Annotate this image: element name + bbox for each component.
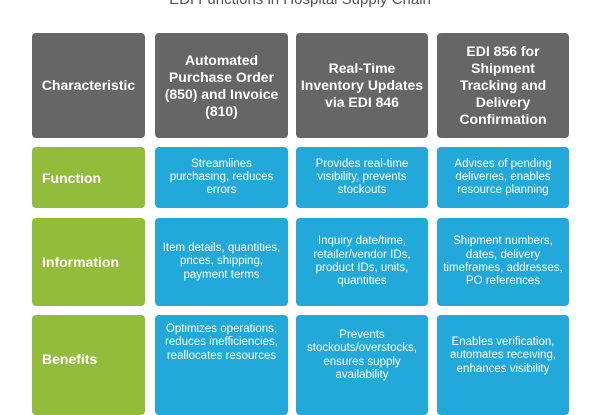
header-shipment-tracking: EDI 856 for Shipment Tracking and Delive… [437,33,569,138]
table-cell: Inquiry date/time, retailer/vendor IDs, … [296,218,428,306]
row-label-function: Function [32,147,145,208]
header-characteristic: Characteristic [32,33,145,138]
row-label-information: Information [32,218,145,306]
table-cell: Shipment numbers, dates, delivery timefr… [437,218,569,306]
table-cell: Advises of pending deliveries, enables r… [437,147,569,208]
header-inventory-updates: Real-Time Inventory Updates via EDI 846 [296,33,428,138]
table-cell: Streamlines purchasing, reduces errors [155,147,288,208]
diagram-title: EDI Functions in Hospital Supply Chain [0,0,600,8]
table-cell: Item details, quantities, prices, shippi… [155,218,288,306]
header-purchase-order: Automated Purchase Order (850) and Invoi… [155,33,288,138]
row-label-benefits: Benefits [32,315,145,415]
table-cell: Enables verification, automates receivin… [437,315,569,415]
table-cell: Prevents stockouts/overstocks, ensures s… [296,315,428,415]
table-cell: Provides real-time visibility, prevents … [296,147,428,208]
table-cell: Optimizes operations, reduces inefficien… [155,315,288,415]
